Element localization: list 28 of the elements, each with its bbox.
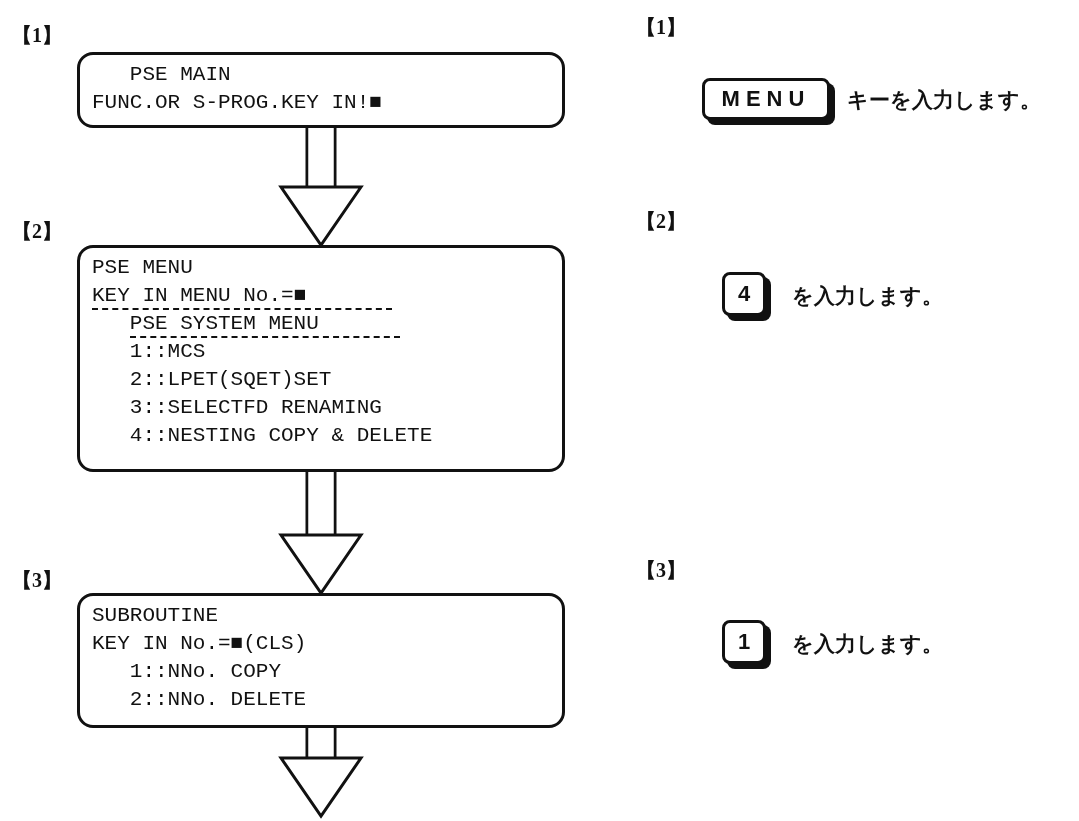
step-number: 【1】 — [12, 23, 62, 48]
screen-text: KEY IN No.=■(CLS) — [92, 631, 307, 657]
screen-text: 3::SELECTFD RENAMING — [129, 395, 382, 421]
screen-text: FUNC.OR S-PROG.KEY IN!■ — [92, 90, 382, 116]
screen-text: 1::NNo. COPY — [129, 659, 282, 685]
instruction-text: を入力します。 — [792, 631, 943, 658]
screen-display — [77, 52, 565, 128]
block-arrow — [278, 470, 364, 593]
instruction-text: を入力します。 — [792, 283, 943, 310]
instruction-text: キーを入力します。 — [847, 87, 1041, 114]
screen-text: PSE MAIN — [129, 62, 231, 88]
step-number: 【2】 — [12, 219, 62, 244]
screen-display — [77, 245, 565, 472]
block-arrow — [278, 726, 364, 819]
block-arrow — [278, 126, 364, 245]
screen-text: 2::LPET(SQET)SET — [129, 367, 332, 393]
screen-text: SUBROUTINE — [92, 603, 219, 629]
screen-text: PSE SYSTEM MENU — [129, 312, 400, 338]
step-number: 【3】 — [636, 558, 686, 583]
step-number: 【3】 — [12, 568, 62, 593]
step-number: 【2】 — [636, 209, 686, 234]
screen-text: 1::MCS — [129, 339, 206, 365]
screen-text: 2::NNo. DELETE — [129, 687, 307, 713]
screen-display — [77, 593, 565, 728]
screen-text: 4::NESTING COPY & DELETE — [129, 423, 433, 449]
step-number: 【1】 — [636, 15, 686, 40]
screen-text: KEY IN MENU No.=■ — [92, 284, 392, 310]
screen-text: PSE MENU — [92, 255, 193, 281]
